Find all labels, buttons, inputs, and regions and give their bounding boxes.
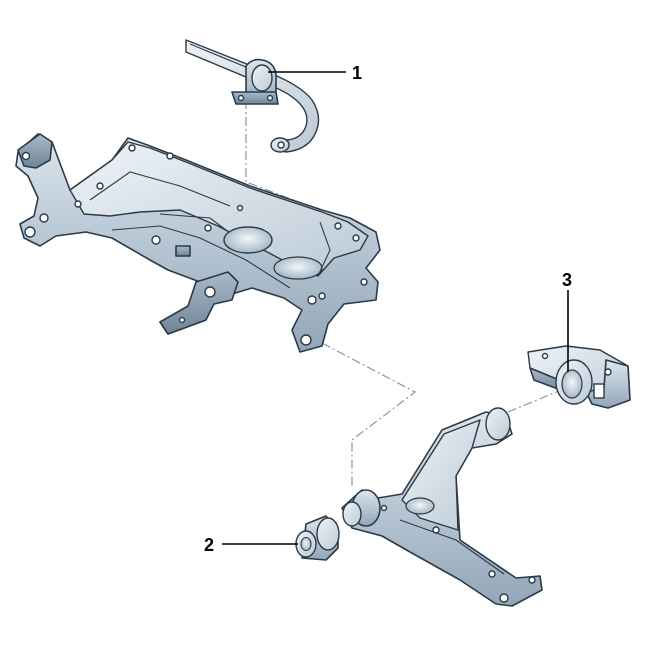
stabilizer-bushing (231, 58, 279, 105)
callout-3-label: 3 (562, 270, 572, 290)
callout-leaders (222, 71, 569, 545)
rear-bushing-mount (527, 345, 631, 409)
callout-2-label: 2 (204, 535, 214, 555)
front-bushing (295, 515, 340, 561)
subframe (15, 133, 381, 353)
lower-control-arm (341, 407, 543, 607)
callout-1-label: 1 (352, 63, 362, 83)
